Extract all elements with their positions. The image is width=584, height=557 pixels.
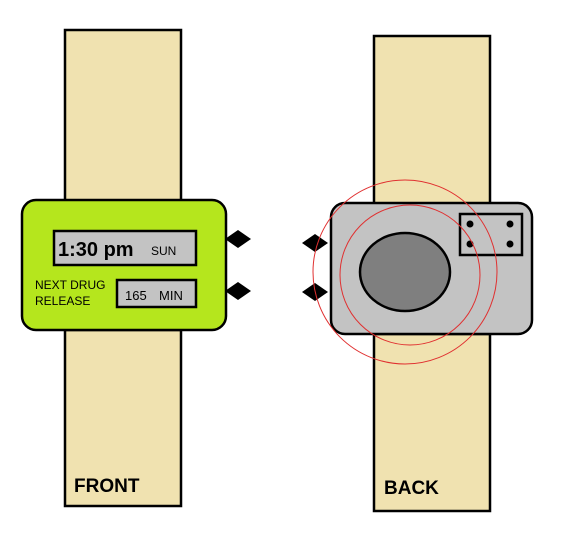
back-watch: BACK (302, 34, 534, 513)
back-caption: BACK (384, 478, 439, 499)
back-button-top-icon (302, 234, 328, 252)
time-text: 1:30 pm (58, 239, 134, 261)
next-drug-label-line2: RELEASE (35, 294, 90, 308)
contact-plate (458, 212, 524, 257)
contact-dot-icon (466, 220, 474, 228)
emission-ring-outer (312, 179, 498, 365)
emission-ring-inner (339, 204, 481, 346)
contact-dot-icon (506, 220, 514, 228)
front-strap-bottom (63, 328, 183, 508)
contact-dot-icon (506, 240, 514, 248)
minutes-display (115, 278, 198, 309)
sensor-disc (358, 231, 452, 313)
next-drug-label-line1: NEXT DRUG (35, 278, 105, 292)
front-strap-top (63, 28, 183, 204)
front-button-top-icon (225, 230, 251, 248)
minutes-value-text: 165 (125, 288, 147, 303)
day-text: SUN (151, 244, 176, 258)
front-caption: FRONT (74, 476, 140, 497)
minutes-unit-text: MIN (159, 288, 183, 303)
front-watch: 1:30 pm SUN NEXT DRUG RELEASE 165 MIN FR… (20, 28, 251, 508)
back-strap-top (372, 34, 492, 206)
front-button-bottom-icon (225, 282, 251, 300)
time-display (52, 229, 198, 267)
